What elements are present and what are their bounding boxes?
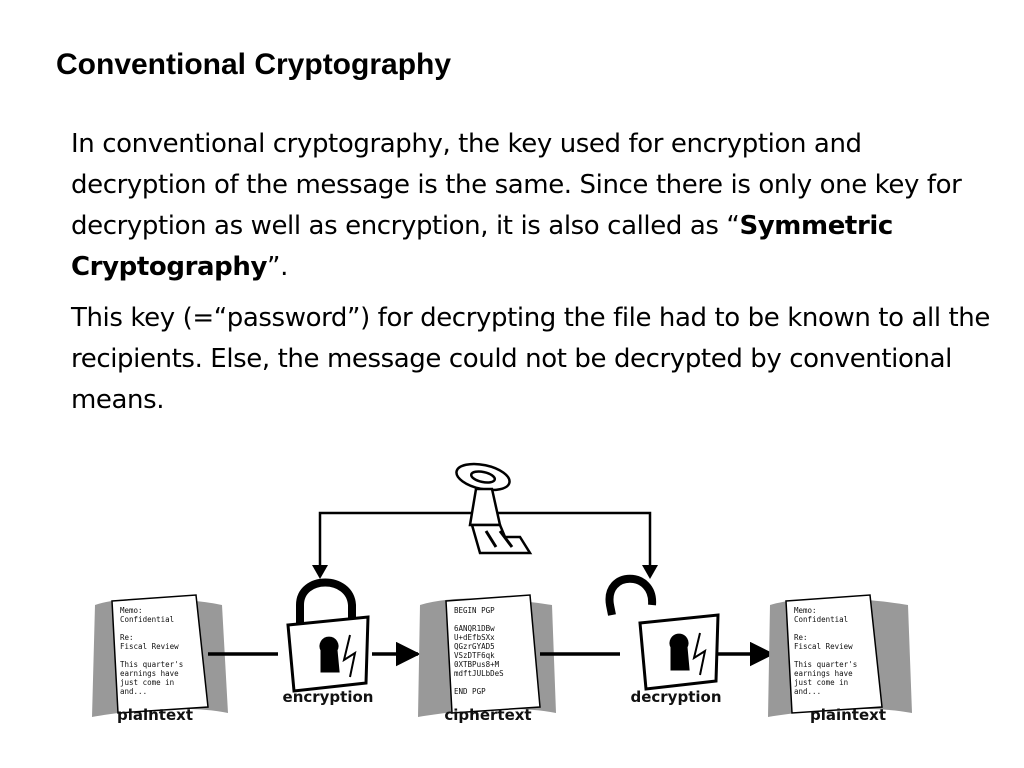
doc-line: just come in [794, 678, 848, 687]
doc-line [454, 678, 459, 687]
doc-line: 6ANQR1DBw [454, 624, 495, 633]
doc-line: Re: [794, 633, 808, 642]
memo-right-text: Memo:Confidential Re:Fiscal Review This … [794, 606, 857, 696]
doc-line: QGzrGYAD5 [454, 642, 495, 651]
doc-line: Fiscal Review [794, 642, 853, 651]
crypto-diagram: Memo:Confidential Re:Fiscal Review This … [0, 455, 1024, 768]
doc-line: and... [794, 687, 821, 696]
para1-text: In conventional cryptography, the key us… [71, 129, 962, 241]
doc-line: Memo: [120, 606, 143, 615]
lock-closed-icon [286, 578, 370, 693]
label-ciphertext: ciphertext [444, 706, 531, 724]
doc-line: Confidential [120, 615, 174, 624]
label-encryption: encryption [283, 688, 374, 706]
doc-line: Confidential [794, 615, 848, 624]
doc-line: VSzDTF6qk [454, 651, 495, 660]
doc-line: Memo: [794, 606, 817, 615]
doc-line: BEGIN PGP [454, 606, 495, 615]
doc-line: earnings have [794, 669, 853, 678]
doc-line: just come in [120, 678, 174, 687]
label-decryption: decryption [630, 688, 721, 706]
slide-body: In conventional cryptography, the key us… [71, 124, 1001, 431]
doc-line: Fiscal Review [120, 642, 179, 651]
slide-title: Conventional Cryptography [56, 48, 452, 81]
label-plaintext-right: plaintext [810, 706, 886, 724]
plaintext-document-right: Memo:Confidential Re:Fiscal Review This … [768, 594, 912, 717]
down-arrowheads [312, 565, 658, 579]
doc-line: Re: [120, 633, 134, 642]
doc-line [794, 651, 799, 660]
doc-line: This quarter's [794, 660, 857, 669]
doc-line [454, 615, 459, 624]
para1-closing: ”. [267, 252, 288, 282]
doc-line: 0XTBPus8+M [454, 660, 500, 669]
doc-line [120, 651, 125, 660]
doc-line: and... [120, 687, 147, 696]
lock-open-icon [605, 574, 720, 691]
doc-line: U+dEfbSXx [454, 633, 495, 642]
paragraph-password: This key (=“password”) for decrypting th… [71, 303, 990, 415]
key-icon [455, 462, 533, 555]
memo-left-text: Memo:Confidential Re:Fiscal Review This … [120, 606, 183, 696]
doc-line: earnings have [120, 669, 179, 678]
paragraph-symmetric: In conventional cryptography, the key us… [71, 124, 1001, 288]
label-plaintext-left: plaintext [117, 706, 193, 724]
doc-line [794, 624, 799, 633]
doc-line [120, 624, 125, 633]
symmetric-cryptography-term: Symmetric Cryptography [71, 211, 893, 282]
plaintext-document-left: Memo:Confidential Re:Fiscal Review This … [92, 594, 228, 717]
doc-line: This quarter's [120, 660, 183, 669]
doc-line: END PGP [454, 687, 486, 696]
doc-line: mdftJULbDeS [454, 669, 504, 678]
